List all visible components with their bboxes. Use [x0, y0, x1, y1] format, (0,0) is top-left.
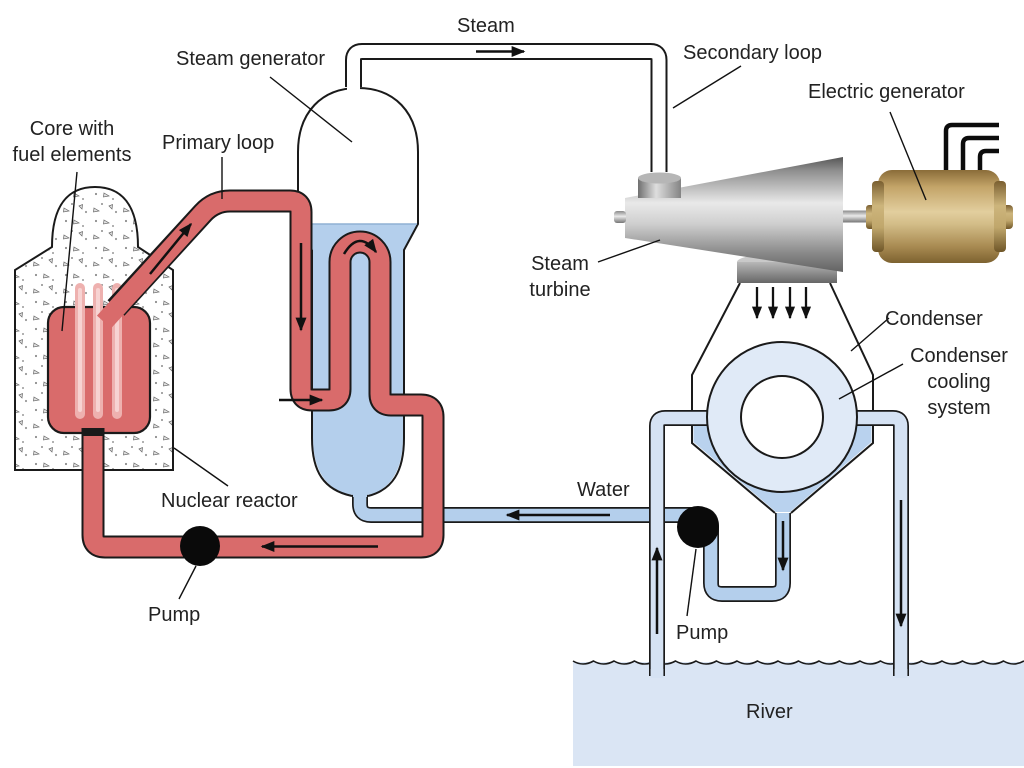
label-condenser: Condenser — [885, 308, 983, 330]
label-condenser-cooling-line2: cooling — [927, 371, 991, 393]
river-water — [572, 660, 1024, 766]
label-condenser-cooling-line1: Condenser — [910, 345, 1008, 367]
river-surface — [572, 660, 1024, 665]
electric-generator-body — [878, 170, 1000, 263]
leader-lines — [61, 65, 927, 617]
leader-secondary-loop — [672, 65, 742, 109]
condenser-ring — [706, 341, 858, 493]
flow-arrow-utube — [342, 238, 378, 255]
turbine-inlet — [638, 178, 681, 198]
steam-generator-water — [299, 224, 417, 497]
turbine-shaft-stub — [614, 211, 626, 223]
cooling-pipe-right — [850, 410, 909, 678]
leader-steam-turbine — [597, 239, 661, 263]
leader-core — [61, 171, 78, 332]
condensate-pipe — [352, 486, 791, 602]
flow-arrow-core-out — [149, 222, 192, 275]
steam-turbine — [614, 157, 873, 283]
leader-electric-generator — [889, 111, 927, 201]
label-steam-turbine-line2: turbine — [529, 279, 591, 301]
leader-condenser — [850, 317, 890, 352]
flow-arrows-exhaust — [751, 287, 812, 320]
label-steam-turbine-line1: Steam — [531, 253, 589, 275]
leader-pump-cooling — [686, 548, 697, 617]
label-core-line1: Core with — [29, 118, 115, 140]
label-pump-primary: Pump — [148, 604, 201, 626]
leader-nuclear-reactor — [173, 447, 229, 487]
steam-pipe — [345, 43, 668, 178]
turbine-shaft — [843, 210, 873, 223]
generator-wires — [943, 122, 999, 172]
label-steam-generator: Steam generator — [176, 48, 325, 70]
label-core-line2: fuel elements — [12, 144, 132, 166]
primary-pump — [180, 526, 220, 566]
label-secondary-loop: Secondary loop — [683, 42, 822, 64]
label-electric-generator: Electric generator — [808, 81, 965, 103]
label-condenser-cooling-line3: system — [927, 397, 991, 419]
electric-generator — [866, 122, 1013, 263]
steam-turbine-body — [625, 157, 843, 272]
label-water: Water — [577, 479, 630, 501]
label-nuclear-reactor: Nuclear reactor — [161, 490, 298, 512]
leader-condenser-cooling — [838, 363, 904, 400]
leader-steam-generator — [269, 76, 353, 143]
primary-loop-pipe — [81, 189, 445, 566]
label-river: River — [746, 701, 793, 723]
steam-generator-vessel — [297, 86, 419, 497]
label-condenser-cooling: Condenser cooling system — [901, 343, 1017, 421]
cooling-pipe-left — [649, 410, 715, 678]
leader-pump-primary — [178, 565, 197, 600]
cooling-pump — [677, 506, 719, 548]
label-pump-cooling: Pump — [676, 622, 729, 644]
label-core: Core with fuel elements — [4, 116, 140, 168]
label-steam-turbine: Steam turbine — [518, 251, 602, 303]
label-steam: Steam — [457, 15, 515, 37]
label-primary-loop: Primary loop — [162, 132, 275, 154]
